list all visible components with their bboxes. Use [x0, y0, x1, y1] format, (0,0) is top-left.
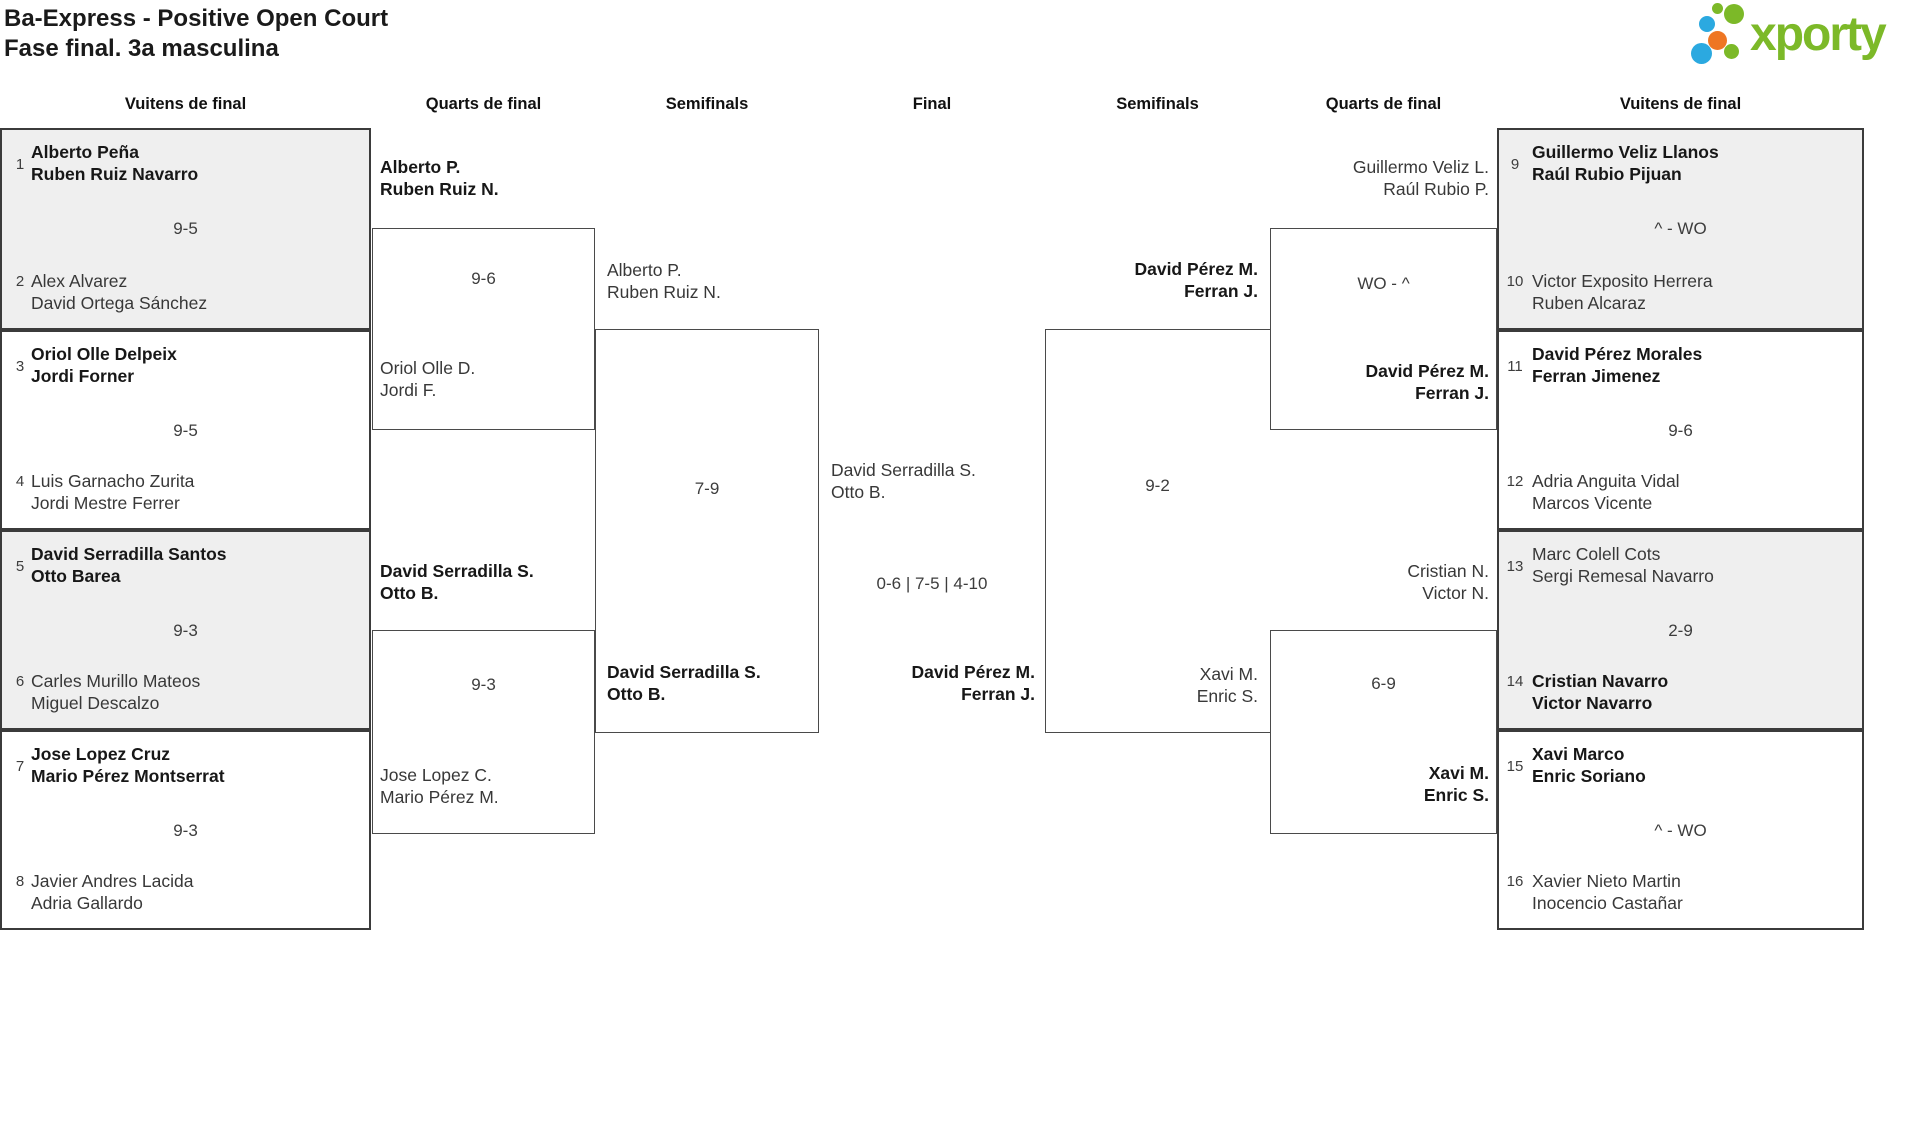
sf-left-top-team: Alberto P.Ruben Ruiz N. [607, 260, 721, 302]
round-header-sf-right: Semifinals [1116, 95, 1199, 113]
match-score: 9-5 [173, 219, 198, 238]
qf-right-top-loser: Guillermo Veliz L.Raúl Rubio P. [1352, 157, 1489, 199]
round-header-r16-right: Vuitens de final [1619, 95, 1742, 113]
seed-number: 11 [1507, 358, 1523, 375]
sf-match-right[interactable] [1045, 329, 1270, 733]
qf-left-bottom-loser: Jose Lopez C.Mario Pérez M. [380, 765, 499, 807]
tournament-title: Ba-Express - Positive Open Court [4, 5, 389, 32]
match-score: ^ - WO [1654, 821, 1707, 840]
qf-left-bottom-winner: David Serradilla S.Otto B. [380, 561, 534, 603]
seed-number: 2 [15, 273, 25, 290]
sf-left-winner: David Serradilla S.Otto B. [607, 662, 761, 704]
logo-dot-blue-large [1691, 43, 1712, 64]
final-winner: David Pérez M.Ferran J. [911, 662, 1035, 704]
sf-right-winner: David Pérez M.Ferran J. [1134, 259, 1258, 301]
match-score: ^ - WO [1654, 219, 1707, 238]
seed-number: 4 [15, 473, 25, 490]
seed-number: 7 [15, 758, 25, 775]
match-score: 9-6 [1668, 421, 1693, 440]
match-score: 9-3 [173, 821, 198, 840]
logo-dot-green-large [1724, 4, 1744, 24]
match-score: 2-9 [1668, 621, 1693, 640]
qf-match-left-bottom[interactable] [372, 630, 595, 834]
brand-name: xporty [1750, 8, 1887, 61]
round-header-qf-right: Quarts de final [1325, 95, 1442, 113]
qf-right-bottom-winner: Xavi M.Enric S. [1423, 763, 1489, 805]
seed-number: 1 [15, 156, 25, 173]
qf-left-top-loser: Oriol Olle D.Jordi F. [380, 358, 476, 400]
seed-number: 13 [1506, 558, 1524, 575]
match-score: 9-2 [1145, 476, 1170, 495]
final-top-team: David Serradilla S.Otto B. [831, 460, 976, 502]
qf-right-bottom-loser: Cristian N.Victor N. [1407, 561, 1489, 603]
qf-match-right-top[interactable] [1270, 228, 1497, 430]
seed-number: 3 [15, 358, 25, 375]
qf-match-left-top[interactable] [372, 228, 595, 430]
final-score: 0-6 | 7-5 | 4-10 [876, 574, 988, 593]
seed-number: 8 [15, 873, 25, 890]
seed-number: 12 [1506, 473, 1524, 490]
match-score: 9-5 [173, 421, 198, 440]
qf-left-top-winner: Alberto P.Ruben Ruiz N. [380, 157, 499, 199]
match-score: 9-6 [471, 269, 496, 288]
sf-match-left[interactable] [595, 329, 819, 733]
logo-dot-green-small2 [1724, 44, 1739, 59]
match-score: 9-3 [173, 621, 198, 640]
match-score: 9-3 [471, 675, 496, 694]
seed-number: 14 [1506, 673, 1524, 690]
logo-dot-blue-small [1699, 16, 1715, 32]
seed-number: 5 [15, 558, 25, 575]
logo-dot-green-small [1712, 3, 1723, 14]
round-header-qf-left: Quarts de final [425, 95, 542, 113]
seed-number: 15 [1506, 758, 1524, 775]
round-header-sf-left: Semifinals [665, 95, 749, 113]
seed-number: 10 [1506, 273, 1524, 290]
seed-number: 9 [1510, 156, 1520, 173]
seed-number: 16 [1506, 873, 1524, 890]
match-score: 7-9 [694, 479, 720, 498]
logo-dot-orange [1708, 31, 1727, 50]
match-score: WO - ^ [1357, 274, 1410, 293]
category-subtitle: Fase final. 3a masculina [4, 35, 279, 62]
round-header-r16-left: Vuitens de final [124, 95, 247, 113]
qf-match-right-bottom[interactable] [1270, 630, 1497, 834]
qf-right-top-winner: David Pérez M.Ferran J. [1365, 361, 1489, 403]
round-header-final: Final [912, 95, 952, 113]
match-score: 6-9 [1371, 674, 1396, 693]
seed-number: 6 [15, 673, 25, 690]
sf-right-bottom-team: Xavi M.Enric S. [1196, 664, 1258, 706]
